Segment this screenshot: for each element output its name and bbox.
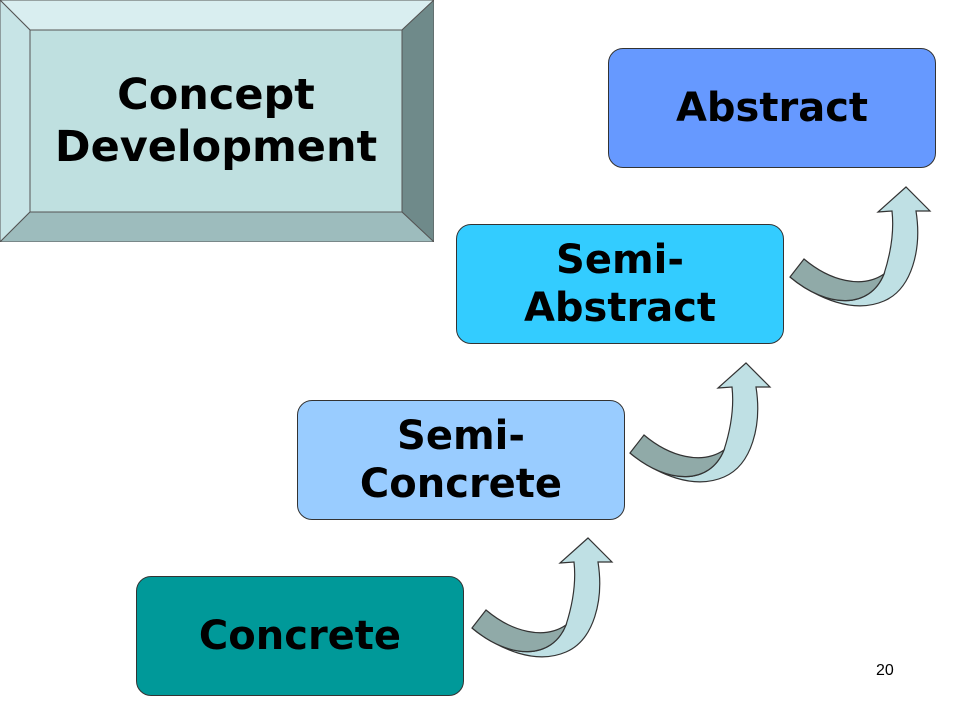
stage-semi-abstract-line-1: Semi- <box>556 237 684 283</box>
stage-abstract: Abstract <box>608 48 936 168</box>
curved-arrow-up-icon <box>629 362 772 483</box>
stage-semi-abstract: Semi- Abstract <box>456 224 784 344</box>
title-line-1: Concept <box>117 70 315 120</box>
title-line-2: Development <box>54 122 378 172</box>
page-number: 20 <box>876 662 894 679</box>
bevel-frame <box>0 0 436 244</box>
stage-semi-concrete: Semi- Concrete <box>297 400 625 520</box>
curved-arrow-up-icon <box>471 537 614 658</box>
curved-arrow-up-icon <box>789 186 932 307</box>
title-bevel: Concept Development <box>0 0 436 244</box>
stage-semi-abstract-line-2: Abstract <box>523 285 717 331</box>
stage-abstract-label: Abstract <box>675 85 869 131</box>
stage-semi-concrete-line-2: Concrete <box>359 461 563 507</box>
stage-semi-concrete-line-1: Semi- <box>397 413 525 459</box>
stage-concrete-label: Concrete <box>198 613 402 659</box>
stage-concrete: Concrete <box>136 576 464 696</box>
title-text: Concept Development <box>30 30 402 212</box>
